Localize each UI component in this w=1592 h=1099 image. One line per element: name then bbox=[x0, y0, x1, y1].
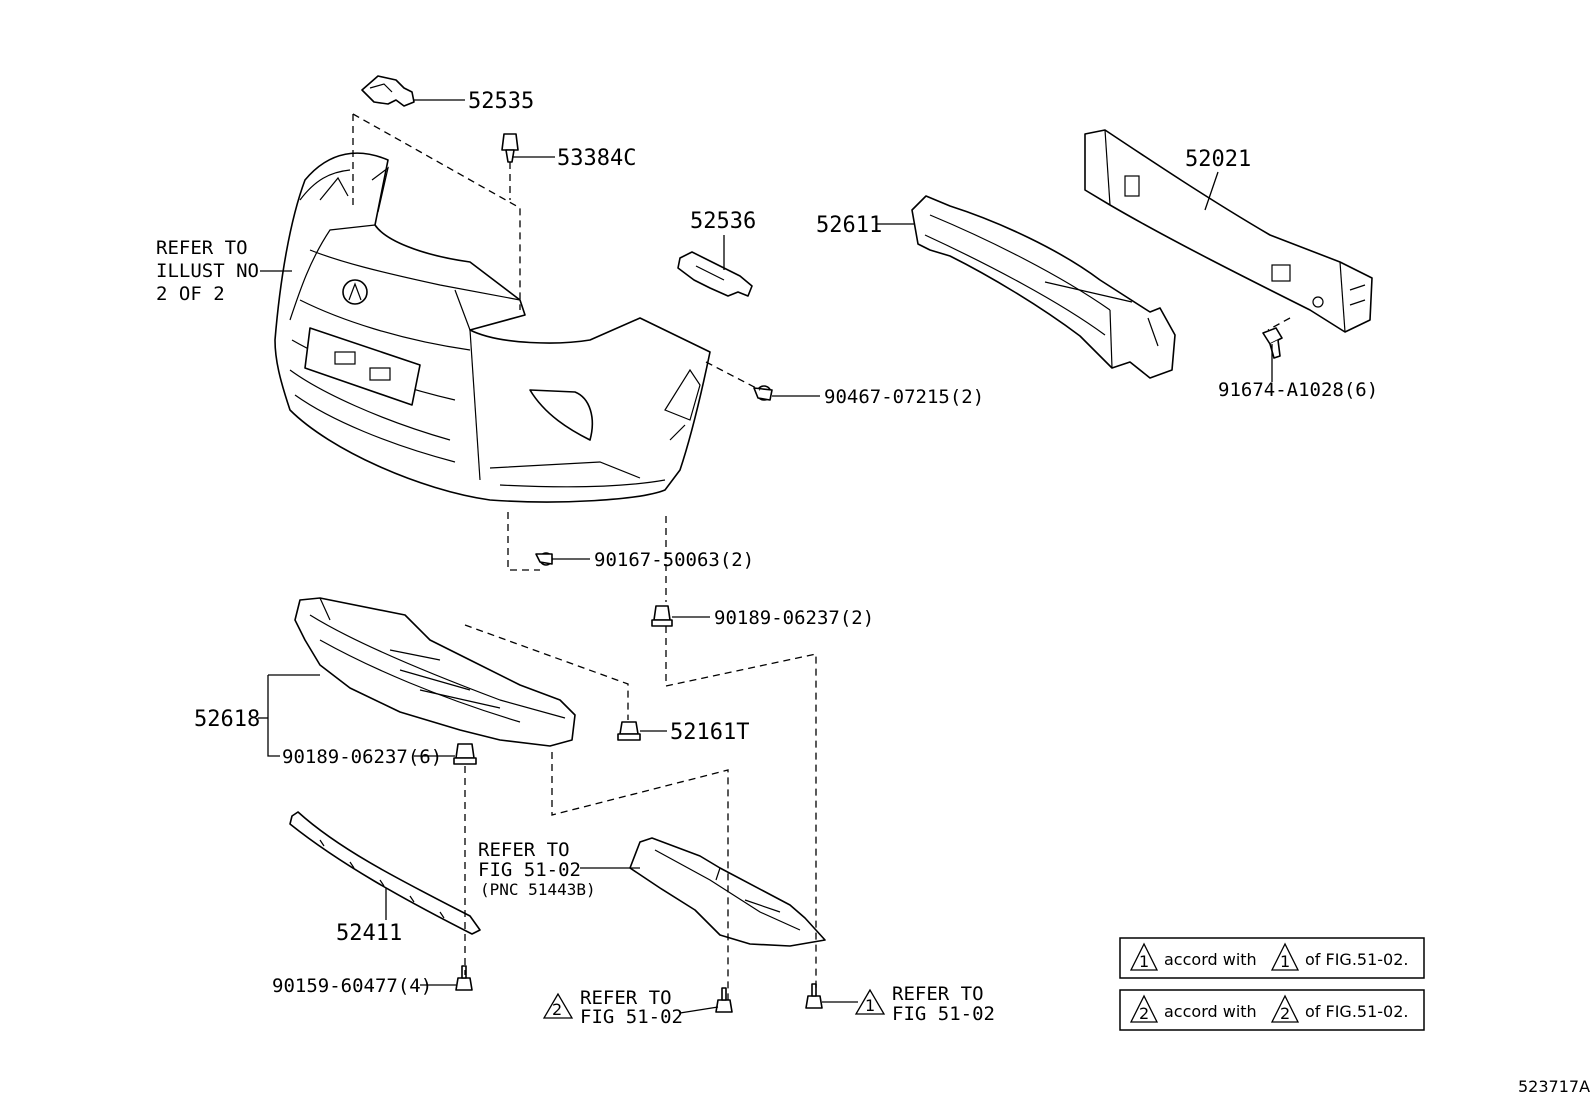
label-90159-60477: 90159-60477(4) bbox=[272, 975, 432, 997]
ref-fig2-line1: REFER TO bbox=[580, 987, 672, 1009]
ref-illust-line3: 2 OF 2 bbox=[156, 283, 225, 305]
label-52536: 52536 bbox=[690, 209, 756, 234]
label-90167-50063: 90167-50063(2) bbox=[594, 549, 754, 571]
svg-text:2: 2 bbox=[1280, 1004, 1290, 1023]
reinforcement-52021-illustration bbox=[1084, 129, 1373, 333]
svg-text:1: 1 bbox=[1280, 952, 1290, 971]
ref-illust-line1: REFER TO bbox=[156, 237, 248, 259]
label-52618: 52618 bbox=[194, 707, 260, 732]
label-52021: 52021 bbox=[1185, 147, 1251, 172]
ref-fig2-line2: FIG 51-02 bbox=[580, 1006, 683, 1028]
triangle-marker-1-icon bbox=[854, 988, 886, 1015]
svg-text:2: 2 bbox=[552, 1000, 562, 1019]
stud-53384C-illustration bbox=[501, 133, 519, 163]
legend-box-2: 2 accord with 2 of FIG.51-02. bbox=[1119, 989, 1425, 1031]
svg-text:1: 1 bbox=[865, 996, 875, 1015]
label-90467-07215: 90467-07215(2) bbox=[824, 386, 984, 408]
triangle-marker-2-icon bbox=[542, 992, 574, 1019]
bumper-cover-illustration bbox=[274, 152, 711, 503]
legend-1-text2: of FIG.51-02. bbox=[1305, 950, 1409, 969]
dashed-assembly-lines bbox=[352, 113, 1291, 1000]
legend-1-text1: accord with bbox=[1164, 950, 1257, 969]
triangle-2-icon bbox=[1129, 994, 1159, 1023]
ref-fig1-line1: REFER TO bbox=[892, 983, 984, 1005]
under-cover-52618-illustration bbox=[294, 597, 576, 747]
part-labels: 52535 53384C 52536 52611 52021 90467-072… bbox=[156, 89, 1378, 1028]
bracket-52535-illustration bbox=[361, 75, 415, 107]
label-90189-06237-6: 90189-06237(6) bbox=[282, 746, 442, 768]
svg-text:1: 1 bbox=[1139, 952, 1149, 971]
ref-pnc-line2: FIG 51-02 bbox=[478, 859, 581, 881]
label-91674-A1028: 91674-A1028(6) bbox=[1218, 379, 1378, 401]
triangle-2b-icon bbox=[1270, 994, 1300, 1023]
reference-markers: 2 1 bbox=[542, 988, 886, 1019]
strip-52411-illustration bbox=[289, 811, 481, 935]
label-52411: 52411 bbox=[336, 921, 402, 946]
legend-box-1: 1 accord with 1 of FIG.51-02. bbox=[1119, 937, 1425, 979]
legend-2-text2: of FIG.51-02. bbox=[1305, 1002, 1409, 1021]
ref-pnc-line3: (PNC 51443B) bbox=[480, 880, 596, 899]
ref-illust-line2: ILLUST NO bbox=[156, 260, 259, 282]
label-52161T: 52161T bbox=[670, 720, 749, 745]
ref-fig1-line2: FIG 51-02 bbox=[892, 1003, 995, 1025]
ref-pnc-line1: REFER TO bbox=[478, 839, 570, 861]
label-53384C: 53384C bbox=[557, 146, 636, 171]
label-90189-06237-2: 90189-06237(2) bbox=[714, 607, 874, 629]
label-52535: 52535 bbox=[468, 89, 534, 114]
svg-text:2: 2 bbox=[1139, 1004, 1149, 1023]
legend-2-text1: accord with bbox=[1164, 1002, 1257, 1021]
triangle-1b-icon bbox=[1270, 942, 1300, 971]
label-52611: 52611 bbox=[816, 213, 882, 238]
bracket-52536-illustration bbox=[677, 251, 753, 297]
diagram-code: 523717A bbox=[1518, 1077, 1590, 1096]
leader-lines bbox=[258, 99, 1273, 1014]
triangle-1-icon bbox=[1129, 942, 1159, 971]
absorber-52611-illustration bbox=[911, 195, 1176, 379]
